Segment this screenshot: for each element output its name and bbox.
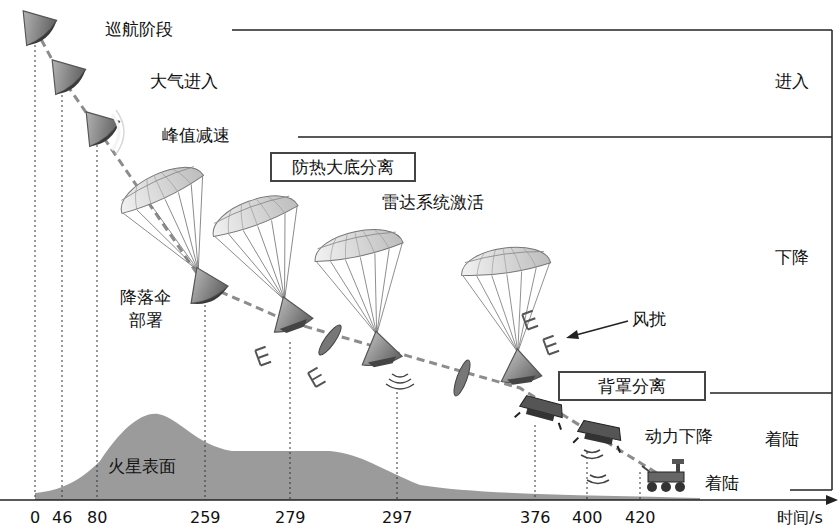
stage-label: 下降 [775, 247, 809, 268]
axis-title: 时间/s [777, 508, 823, 528]
time-axis [0, 495, 838, 505]
powered-descent [515, 394, 625, 453]
axis-tick: 420 [625, 508, 656, 528]
stage-label: 着陆 [765, 429, 799, 450]
event-label: 降落伞 部署 [117, 286, 175, 332]
axis-tick: 0 [30, 508, 40, 528]
trajectory [35, 28, 665, 478]
stage-label: 进入 [775, 71, 809, 92]
event-box-text: 背罩分离 [598, 376, 666, 396]
event-label: 动力下降 [645, 426, 713, 447]
phase-label: 大气进入 [150, 71, 218, 92]
event-label: 着陆 [705, 473, 739, 494]
phase-label: 巡航阶段 [105, 19, 173, 40]
event-box: 防热大底分离 [270, 152, 416, 182]
axis-tick: 297 [382, 508, 413, 528]
event-box: 背罩分离 [558, 371, 706, 401]
axis-tick: 376 [520, 508, 551, 528]
heat-shield [316, 322, 474, 397]
axis-tick: 259 [190, 508, 221, 528]
time-guide-lines [35, 45, 640, 500]
event-box-text: 防热大底分离 [292, 157, 394, 177]
mars-surface [35, 414, 700, 500]
rover [642, 459, 685, 492]
phase-bracket-lines [232, 30, 832, 490]
axis-tick: 400 [572, 508, 603, 528]
axis-tick: 80 [87, 508, 107, 528]
axis-tick: 279 [275, 508, 306, 528]
surface-label: 火星表面 [108, 456, 176, 477]
parachute-descent [113, 156, 562, 386]
event-label: 雷达系统激活 [382, 192, 484, 213]
axis-tick: 46 [52, 508, 72, 528]
phase-label: 峰值减速 [162, 125, 230, 146]
callout-label: 风扰 [632, 309, 666, 330]
